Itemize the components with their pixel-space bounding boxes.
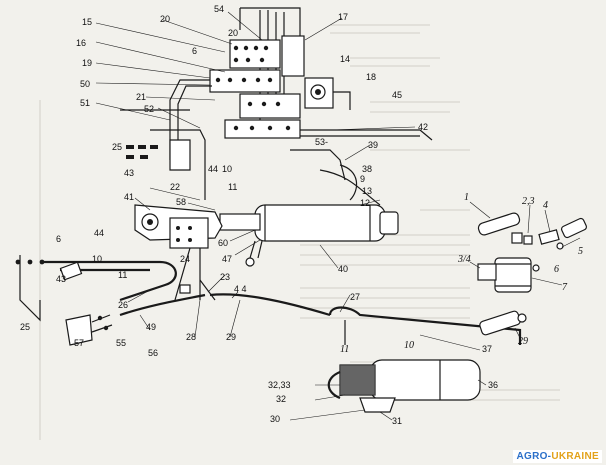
- label-19: 19: [82, 58, 92, 68]
- label-60: 60: [218, 238, 228, 248]
- label-13: 13: [362, 186, 372, 196]
- watermark-part-ukraine: UKRAINE: [551, 451, 599, 462]
- label-28: 28: [186, 332, 196, 342]
- label-r29: 29: [518, 336, 528, 347]
- label-20-upper: 20: [228, 28, 238, 38]
- label-47: 47: [222, 254, 232, 264]
- label-37: 37: [482, 344, 492, 354]
- label-17: 17: [338, 12, 348, 22]
- left-hoses: [15, 255, 331, 346]
- label-52: 52: [144, 104, 154, 114]
- label-49: 49: [146, 322, 156, 332]
- label-6: 6: [192, 46, 197, 56]
- label-41: 41: [124, 192, 134, 202]
- label-29: 29: [226, 332, 236, 342]
- label-26: 26: [118, 300, 128, 310]
- label-10-upper: 10: [222, 164, 232, 174]
- label-44-upper: 44: [208, 164, 218, 174]
- label-43: 43: [124, 168, 134, 178]
- label-55: 55: [116, 338, 126, 348]
- label-25-left: 25: [20, 322, 30, 332]
- label-44-mid: 4 4: [234, 284, 247, 294]
- label-20: 20: [160, 14, 170, 24]
- label-24: 24: [180, 254, 190, 264]
- label-50: 50: [80, 79, 90, 89]
- rear-cylinder: [327, 306, 522, 413]
- label-39: 39: [368, 140, 378, 150]
- label-25: 25: [112, 142, 122, 152]
- valve-block-assembly: [120, 7, 351, 200]
- label-11-left: 11: [118, 270, 127, 280]
- label-38: 38: [362, 164, 372, 174]
- label-10-left: 10: [92, 254, 102, 264]
- main-cylinder: [219, 204, 399, 267]
- label-r3-4: 3/4: [457, 254, 471, 265]
- filter-assembly: [477, 212, 588, 336]
- label-54: 54: [214, 4, 224, 14]
- label-9: 9: [360, 174, 365, 184]
- label-22: 22: [170, 182, 180, 192]
- watermark-part-agro: AGRO-: [516, 451, 552, 462]
- watermark-logo: AGRO-UKRAINE: [513, 450, 602, 463]
- label-36: 36: [488, 380, 498, 390]
- part-labels: 15 16 19 50 51 52 21 20 6 54 20 17 14 45…: [20, 4, 583, 426]
- label-42: 42: [418, 122, 428, 132]
- label-45: 45: [392, 90, 402, 100]
- label-r7: 7: [562, 282, 568, 293]
- label-44-left: 44: [94, 228, 104, 238]
- label-r2-3: 2,3: [522, 196, 535, 207]
- label-11-lower: 11: [340, 344, 349, 355]
- label-51: 51: [80, 98, 90, 108]
- label-31: 31: [392, 416, 402, 426]
- label-r1: 1: [464, 192, 469, 203]
- label-27: 27: [350, 292, 360, 302]
- label-53: 53-: [315, 137, 328, 147]
- return-pipes: [290, 129, 433, 206]
- label-14: 14: [340, 54, 350, 64]
- label-6-left: 6: [56, 234, 61, 244]
- label-r5: 5: [578, 246, 583, 257]
- label-21: 21: [136, 92, 146, 102]
- label-57: 57: [74, 338, 84, 348]
- label-32: 32: [276, 394, 286, 404]
- label-10-lower: 10: [404, 340, 414, 351]
- leader-lines: [95, 11, 581, 421]
- label-58: 58: [176, 197, 186, 207]
- lift-arm: [134, 204, 223, 301]
- label-12: 12: [360, 198, 370, 208]
- label-40: 40: [338, 264, 348, 274]
- label-43-left: 43: [56, 274, 66, 284]
- label-18: 18: [366, 72, 376, 82]
- label-32-33: 32,33: [268, 380, 291, 390]
- label-23: 23: [220, 272, 230, 282]
- label-11: 11: [228, 182, 237, 192]
- label-r6: 6: [554, 264, 559, 275]
- label-16: 16: [76, 38, 86, 48]
- label-56: 56: [148, 348, 158, 358]
- label-r4: 4: [543, 200, 548, 211]
- label-15: 15: [82, 17, 92, 27]
- label-30: 30: [270, 414, 280, 424]
